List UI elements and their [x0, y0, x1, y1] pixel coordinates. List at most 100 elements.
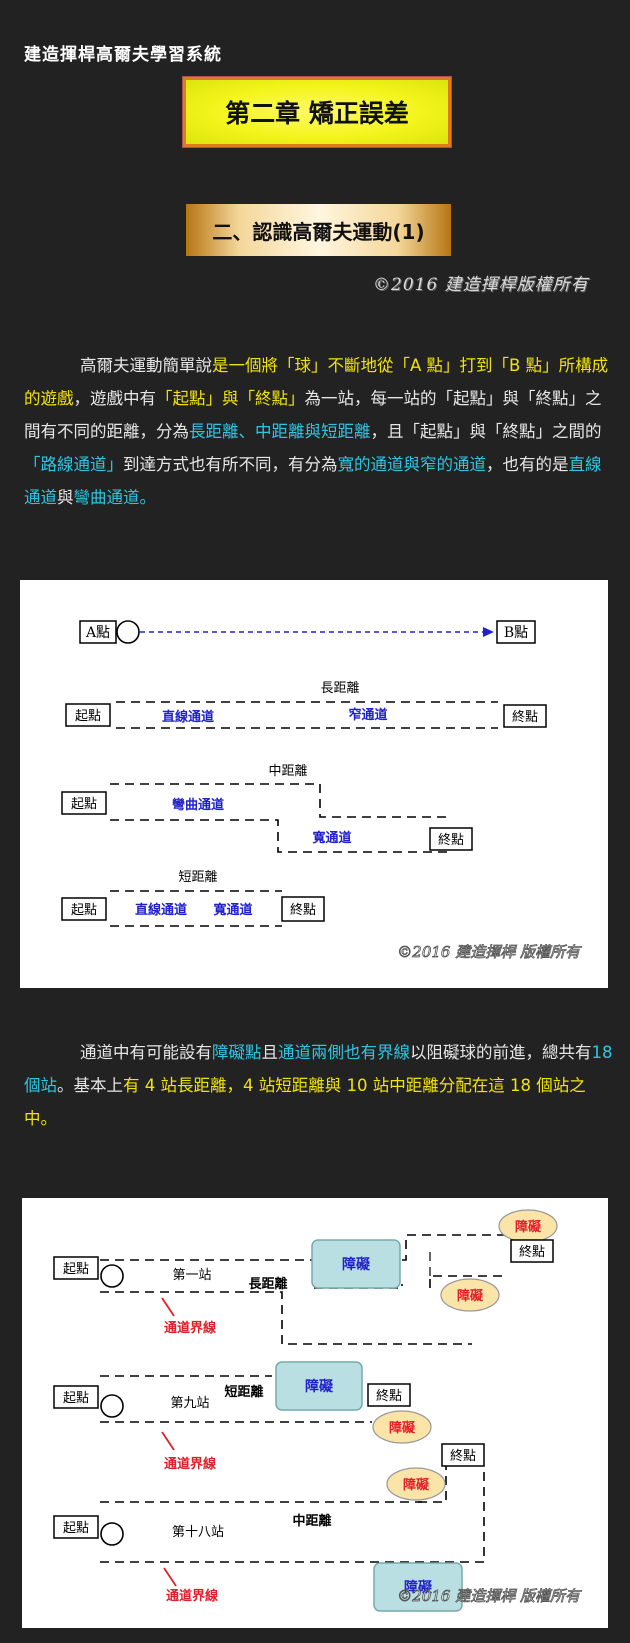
point-a-box	[79, 620, 117, 644]
hole1-boundary-bottom	[100, 1291, 472, 1345]
start-label-hole18: 起點	[63, 1521, 89, 1536]
end-label-hole1: 終點	[519, 1244, 545, 1260]
hole18-boundary-bottom	[100, 1466, 485, 1563]
end-box-hole1	[510, 1239, 554, 1263]
site-title: 建造揮桿高爾夫學習系統	[24, 45, 222, 65]
end-label-hole9: 終點	[376, 1388, 402, 1404]
obstacle-oval-4	[386, 1467, 446, 1501]
obstacle-label-hole9: 障礙	[305, 1378, 334, 1395]
end-label-medium: 終點	[438, 832, 464, 848]
boundary-label-hole9: 通道界線	[164, 1456, 217, 1472]
para1-highlight-1: 是一個將「球」不斷地從「A 點」打到「B 點」所構成的遊戲	[24, 356, 609, 408]
obstacle-box-hole9	[275, 1361, 363, 1411]
start-box-medium	[61, 791, 107, 815]
boundary-label-hole18: 通道界線	[166, 1588, 219, 1604]
obstacle-oval-2	[440, 1278, 500, 1312]
start-label-short: 起點	[71, 903, 97, 918]
obstacle-label-hole1: 障礙	[342, 1256, 371, 1273]
point-b-box	[496, 620, 536, 644]
end-box-hole18	[441, 1443, 485, 1467]
para2-text-4: 。基本上	[57, 1076, 123, 1095]
wide-channel-label-1: 寬通道	[311, 830, 351, 846]
hole18-medium-distance-label: 中距離	[292, 1513, 331, 1529]
medium-channel-top	[110, 783, 450, 818]
para2-highlight-2: 通道兩側也有界線	[278, 1043, 410, 1062]
para1-highlight-2: 「起點」與「終點」	[156, 389, 305, 408]
obstacle-oval-label-4: 障礙	[403, 1477, 430, 1493]
para1-text-1: 高爾夫運動簡單說	[80, 356, 212, 375]
hole1-inner-right	[429, 1275, 506, 1288]
diagram1-watermark: ©2016 建造揮桿 版權所有	[397, 943, 582, 961]
straight-channel-label-1: 直線通道	[162, 709, 214, 725]
intro-paragraph: 高爾夫運動簡單說是一個將「球」不斷地從「A 點」打到「B 點」所構成的遊戲，遊戲…	[24, 349, 614, 514]
para1-text-5: 到達方式也有所不同，有分為	[123, 455, 338, 474]
hole1-boundary-top-right	[402, 1234, 510, 1261]
para1-highlight-6: 直線通道	[24, 455, 602, 507]
end-label-short: 終點	[290, 902, 316, 918]
holes-obstacle-diagram: 起點 第一站 長距離 障礙 障礙 終點 障礙 通道界線 起點 第九站 短距離 障…	[22, 1198, 608, 1628]
point-b-label: B點	[504, 625, 528, 641]
boundary-label-hole1: 通道界線	[164, 1320, 217, 1336]
start-label-hole9: 起點	[63, 1391, 89, 1406]
medium-channel-bottom	[110, 819, 450, 853]
wide-channel-label-2: 寬通道	[212, 902, 252, 918]
end-label-hole18: 終點	[450, 1448, 476, 1464]
para1-highlight-4: 「路線通道」	[24, 455, 123, 474]
para2-text-3: 以阻礙球的前進，總共有	[410, 1043, 592, 1062]
hole18-label: 第十八站	[172, 1525, 224, 1540]
point-a-label: A點	[85, 625, 110, 641]
copyright-watermark: ©2016 建造揮桿版權所有	[373, 275, 589, 295]
para2-text-1: 通道中有可能設有	[80, 1043, 212, 1062]
end-box-short	[281, 896, 325, 922]
obstacle-oval-label-2: 障礙	[457, 1288, 484, 1304]
obstacle-label-hole18: 障礙	[404, 1579, 433, 1596]
para2-text-2: 且	[261, 1043, 279, 1062]
chapter-title: 第二章 矯正誤差	[225, 99, 409, 128]
para1-text-2: ，遊戲中有	[73, 389, 157, 408]
ball-icon	[116, 620, 140, 644]
obstacle-paragraph: 通道中有可能設有障礙點且通道兩側也有界線以阻礙球的前進，總共有18 個站。基本上…	[24, 1036, 614, 1135]
para1-highlight-3: 長距離、中距離與短距離	[189, 422, 371, 441]
start-box-long	[65, 703, 111, 727]
short-distance-label: 短距離	[178, 870, 217, 885]
obstacle-oval-label-1: 障礙	[515, 1219, 542, 1235]
start-label-long: 起點	[75, 709, 101, 724]
hole18-boundary-top-right	[418, 1466, 447, 1503]
boundary-pointer-hole1	[161, 1297, 175, 1317]
para2-highlight-3: 18 個站	[24, 1043, 613, 1095]
hole9-label: 第九站	[170, 1396, 209, 1411]
hole1-long-distance-label: 長距離	[248, 1276, 287, 1292]
end-box-medium	[429, 827, 473, 851]
straight-channel-label-2: 直線通道	[135, 902, 187, 918]
para1-highlight-7: 彎曲通道。	[73, 488, 157, 507]
para2-highlight-4: 有 4 站長距離，4 站短距離與 10 站中距離分配在這 18 個站之中。	[24, 1076, 586, 1128]
arrow-head-icon	[483, 627, 494, 637]
para1-text-3: 為一站，每一站的「起點」與「終點」之間有不同的距離，分為	[24, 389, 602, 441]
start-box-hole1	[53, 1256, 99, 1280]
ball-icon-hole1	[100, 1264, 124, 1288]
chapter-title-banner: 第二章 矯正誤差	[183, 77, 451, 147]
hole1-label: 第一站	[172, 1268, 211, 1283]
obstacle-oval-label-3: 障礙	[389, 1420, 416, 1436]
hole1-obstacle-edge	[314, 1284, 403, 1289]
curved-channel-label: 彎曲通道	[171, 797, 224, 813]
para1-text-7: 與	[57, 488, 74, 507]
ball-icon-hole18	[100, 1522, 124, 1546]
start-label-medium: 起點	[71, 797, 97, 812]
boundary-pointer-hole9	[161, 1431, 175, 1451]
diagram2-watermark: ©2016 建造揮桿 版權所有	[397, 1587, 582, 1605]
end-box-hole9	[367, 1383, 411, 1407]
para1-text-4: ，且「起點」與「終點」之間的	[370, 422, 602, 441]
para2-highlight-1: 障礙點	[212, 1043, 262, 1062]
distance-channel-diagram: A點 B點 長距離 起點 直線通道 窄通道 終點 中距離 起點 彎曲通道 寬通道…	[20, 580, 608, 988]
long-distance-label: 長距離	[320, 681, 359, 696]
start-label-hole1: 起點	[63, 1262, 89, 1277]
ball-icon-hole9	[100, 1394, 124, 1418]
start-box-hole18	[53, 1515, 99, 1539]
start-box-short	[61, 897, 107, 921]
section-title-banner: 二、認識高爾夫運動(1)	[186, 204, 451, 256]
obstacle-box-hole1	[311, 1239, 401, 1289]
end-box-long	[503, 704, 547, 728]
section-title: 二、認識高爾夫運動(1)	[212, 219, 425, 244]
hole9-short-distance-label: 短距離	[224, 1384, 263, 1400]
